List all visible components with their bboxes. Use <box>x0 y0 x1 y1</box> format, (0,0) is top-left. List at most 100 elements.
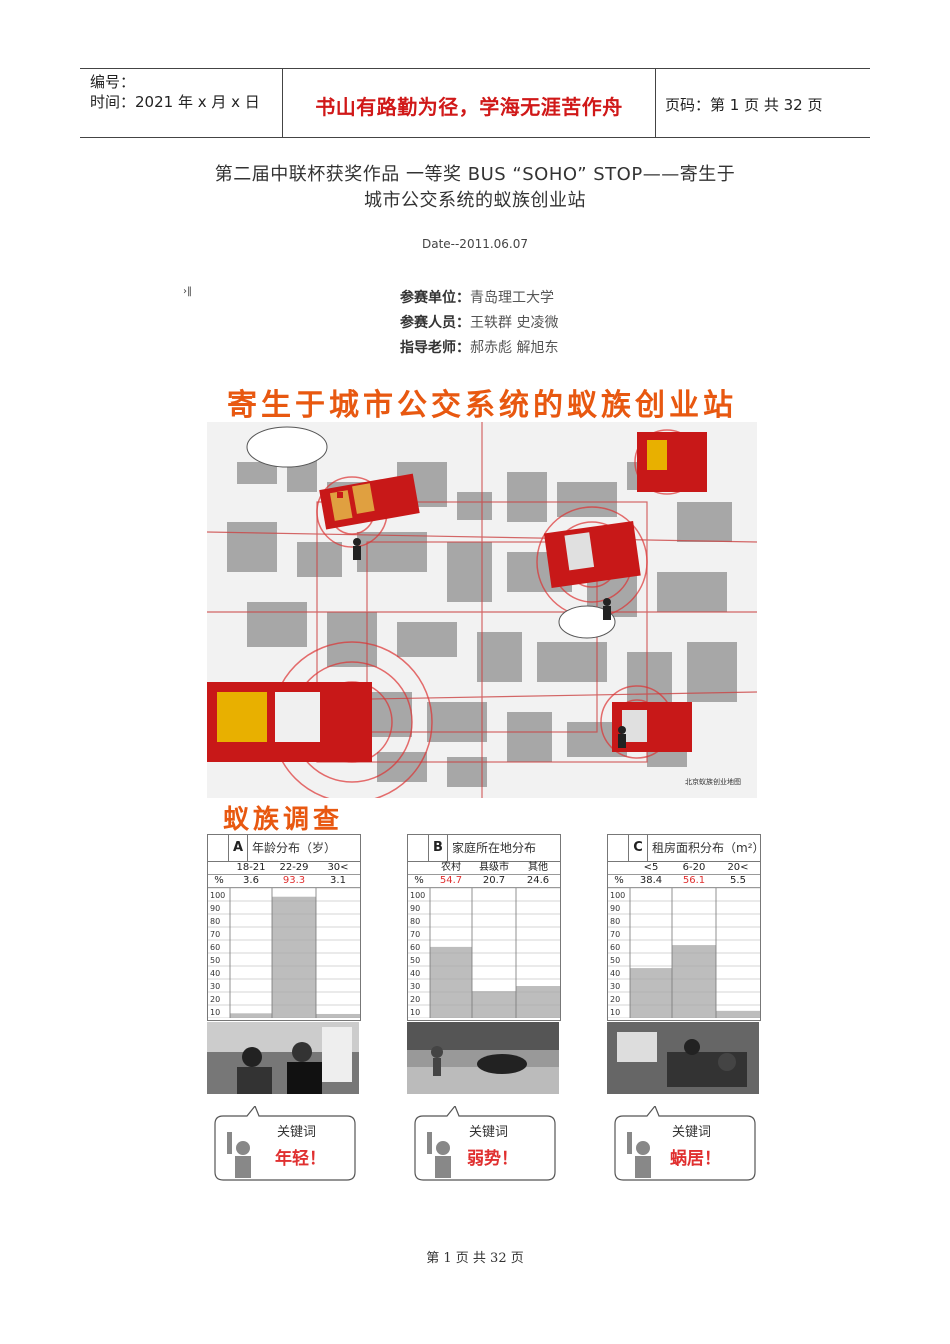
header-page-cell: 页码：第 1 页 共 32 页 <box>655 69 870 137</box>
chart-letter: B <box>428 835 448 861</box>
bar <box>316 1013 360 1018</box>
category-label: 6-20 <box>682 862 706 873</box>
page-label: 页码：第 1 页 共 32 页 <box>665 96 823 114</box>
bar <box>672 945 716 1018</box>
keyword-label-a: 关键词 <box>277 1125 317 1140</box>
percent-symbol: % <box>214 875 224 886</box>
value-label: 5.5 <box>730 875 746 886</box>
value-row: % 54.7 20.7 24.6 <box>408 875 560 888</box>
scale-label: 90 <box>610 904 620 913</box>
survey-panel-b: B 家庭所在地分布 农村 县级市 其他 % 54.7 20.7 24.6 100… <box>407 834 561 1188</box>
scale-label: 70 <box>410 930 420 939</box>
bar <box>430 946 472 1018</box>
advisor-line: 指导老师：郝赤彪 解旭东 <box>400 337 558 357</box>
document-title-line2: 城市公交系统的蚁族创业站 <box>364 190 586 211</box>
unit-line: 参赛单位：青岛理工大学 <box>400 287 554 307</box>
time-label: 时间：2021 年 x 月 x 日 <box>90 93 260 111</box>
scale-label: 90 <box>410 904 420 913</box>
members-label: 参赛人员： <box>400 315 470 331</box>
category-label: 30< <box>327 862 349 873</box>
keyword-value-b: 弱势！ <box>467 1149 518 1169</box>
survey-chart: B 家庭所在地分布 农村 县级市 其他 % 54.7 20.7 24.6 100… <box>407 834 561 1021</box>
scale-label: 60 <box>410 943 420 952</box>
scale-label: 20 <box>610 995 620 1004</box>
keyword-bubble <box>614 1104 756 1181</box>
photo-farmland <box>407 1022 559 1094</box>
bar <box>230 1013 272 1018</box>
percent-symbol: % <box>414 875 424 886</box>
keyword-label-c: 关键词 <box>672 1125 712 1140</box>
document-title-line1: 第二届中联杯获奖作品 一等奖 BUS “SOHO” STOP——寄生于 <box>214 164 736 185</box>
percent-symbol: % <box>614 875 624 886</box>
category-label: 农村 <box>441 862 461 873</box>
unit-value: 青岛理工大学 <box>470 290 554 306</box>
category-label: 县级市 <box>479 862 509 873</box>
category-row: <5 6-20 20< <box>608 862 760 875</box>
bar <box>716 1010 760 1018</box>
survey-title: 蚁族调查 <box>223 805 344 835</box>
photo-cramped-room <box>607 1022 759 1094</box>
poster-title: 寄生于城市公交系统的蚁族创业站 <box>227 388 737 423</box>
value-row: % 3.6 93.3 3.1 <box>208 875 360 888</box>
photo-young-workers <box>207 1022 359 1094</box>
category-row: 18-21 22-29 30< <box>208 862 360 875</box>
chart-header: A 年龄分布（岁） <box>208 835 360 862</box>
scale-label: 40 <box>610 969 620 978</box>
scale-label: 100 <box>410 891 425 900</box>
category-label: 其他 <box>528 862 548 873</box>
header-meta-cell: 编号： 时间：2021 年 x 月 x 日 <box>80 69 282 137</box>
scale-label: 30 <box>610 982 620 991</box>
keyword-bubble <box>214 1104 356 1181</box>
value-label: 24.6 <box>526 875 550 886</box>
scale-label: 30 <box>210 982 220 991</box>
scale-label: 80 <box>610 917 620 926</box>
poster-image: 寄生于城市公交系统的蚁族创业站 <box>207 374 765 1184</box>
header-table: 编号： 时间：2021 年 x 月 x 日 书山有路勤为径，学海无涯苦作舟 页码… <box>80 68 870 138</box>
chart-header: B 家庭所在地分布 <box>408 835 560 862</box>
chart-header: C 租房面积分布（m²） <box>608 835 765 862</box>
scale-label: 70 <box>210 930 220 939</box>
unit-label: 参赛单位： <box>400 290 470 306</box>
survey-panel-a: A 年龄分布（岁） 18-21 22-29 30< % 3.6 93.3 3.1… <box>207 834 361 1188</box>
scale-label: 80 <box>210 917 220 926</box>
value-label: 38.4 <box>639 875 663 886</box>
category-row: 农村 县级市 其他 <box>408 862 560 875</box>
header-motto-cell: 书山有路勤为径，学海无涯苦作舟 <box>282 69 656 137</box>
bar <box>630 968 672 1018</box>
scale-label: 10 <box>410 1008 420 1017</box>
value-label: 54.7 <box>439 875 463 886</box>
members-value: 王轶群 史凌微 <box>470 315 559 331</box>
map-caption: 北京蚁族创业地图 <box>685 778 741 786</box>
scale-label: 40 <box>410 969 420 978</box>
category-label: 18-21 <box>236 862 266 873</box>
motto: 书山有路勤为径，学海无涯苦作舟 <box>315 95 623 119</box>
scale-label: 90 <box>210 904 220 913</box>
scale-label: 50 <box>210 956 220 965</box>
chart-title: 租房面积分布（m²） <box>652 841 765 855</box>
survey-chart: A 年龄分布（岁） 18-21 22-29 30< % 3.6 93.3 3.1… <box>207 834 361 1021</box>
survey-chart: C 租房面积分布（m²） <5 6-20 20< % 38.4 56.1 5.5… <box>607 834 765 1021</box>
scale-label: 60 <box>610 943 620 952</box>
chart-letter: C <box>628 835 648 861</box>
scale-label: 40 <box>210 969 220 978</box>
category-label: 20< <box>727 862 749 873</box>
advisor-value: 郝赤彪 解旭东 <box>470 340 559 356</box>
keyword-value-a: 年轻！ <box>275 1149 326 1169</box>
scale-label: 10 <box>610 1008 620 1017</box>
keyword-bubble <box>414 1104 556 1181</box>
value-label: 56.1 <box>682 875 706 886</box>
scale-label: 20 <box>410 995 420 1004</box>
scale-label: 100 <box>210 891 225 900</box>
scale-label: 100 <box>610 891 625 900</box>
document-date: Date--2011.06.07 <box>421 237 529 251</box>
scale-label: 20 <box>210 995 220 1004</box>
advisor-label: 指导老师： <box>400 340 470 356</box>
value-label: 3.6 <box>243 875 259 886</box>
chart-title: 年龄分布（岁） <box>252 841 337 855</box>
value-row: % 38.4 56.1 5.5 <box>608 875 760 888</box>
value-label: 20.7 <box>482 875 506 886</box>
scale-label: 70 <box>610 930 620 939</box>
